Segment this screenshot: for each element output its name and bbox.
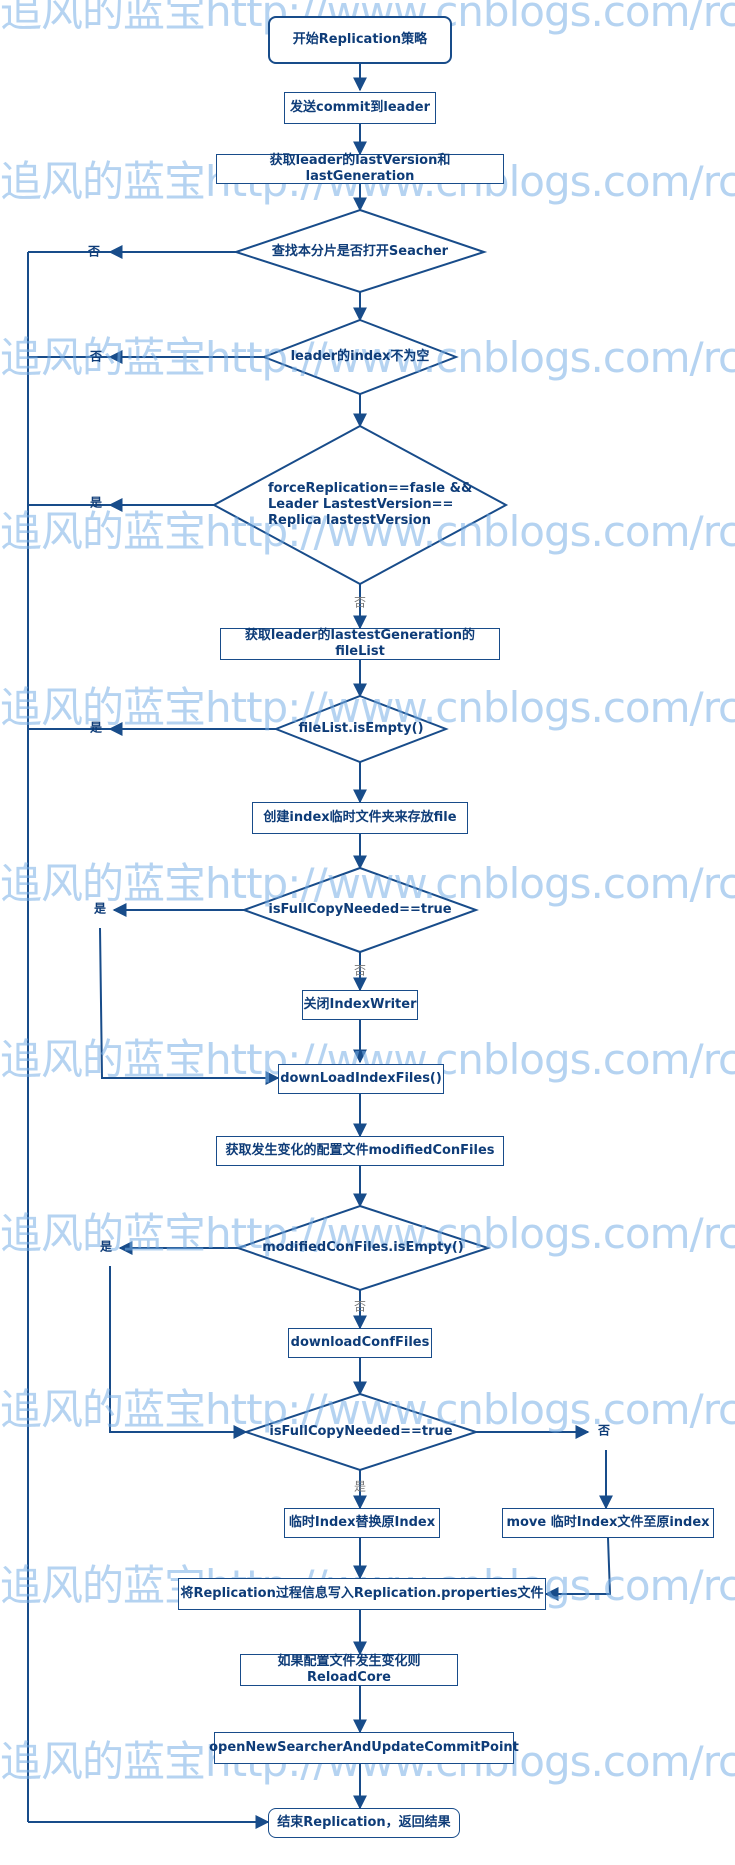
edge-label-yes: 是	[93, 901, 107, 916]
node-move-index: move 临时Index文件至原index	[502, 1508, 714, 1538]
diamond-check-conf	[234, 1204, 492, 1292]
node-check-fullcopy2: isFullCopyNeeded==true	[269, 1423, 453, 1439]
edge-label-no: 否	[353, 595, 367, 610]
node-write-props: 将Replication过程信息写入Replication.properties…	[178, 1578, 546, 1610]
node-start: 开始Replication策略	[268, 16, 452, 64]
diamond-check-filelist	[273, 694, 449, 764]
node-download-index: downLoadIndexFiles()	[278, 1064, 444, 1094]
edge-move-writeprops	[544, 1537, 612, 1601]
node-reload-core: 如果配置文件发生变化则ReloadCore	[240, 1654, 458, 1686]
edge-label-no: 否	[597, 1423, 611, 1438]
node-check-fullcopy1: isFullCopyNeeded==true	[268, 901, 452, 917]
edge-label-yes: 是	[353, 1479, 367, 1494]
node-close-writer: 关闭IndexWriter	[302, 990, 418, 1020]
node-check-filelist: fileList.isEmpty()	[298, 720, 424, 736]
edge-fullcopy1-yes-bypass	[99, 927, 280, 1085]
diamond-check-index	[261, 318, 459, 396]
node-check-force: forceReplication==fasle && Leader Lastes…	[268, 480, 473, 529]
edge-label-no: 否	[353, 963, 367, 978]
edge-label-yes: 是	[89, 720, 103, 735]
diamond-check-force	[211, 424, 509, 586]
edge-label-no: 否	[89, 349, 103, 364]
node-download-conf: downloadConfFiles	[288, 1328, 432, 1358]
edge-label-yes: 是	[99, 1239, 113, 1254]
diamond-check-searcher	[232, 208, 488, 294]
node-create-tmp: 创建index临时文件夹来存放file	[252, 802, 468, 834]
node-open-searcher: openNewSearcherAndUpdateCommitPoint	[209, 1732, 519, 1764]
node-get-version: 获取leader的lastVersion和lastGeneration	[216, 153, 504, 184]
diamond-check-fullcopy1	[241, 866, 479, 954]
node-send-commit: 发送commit到leader	[284, 92, 436, 124]
node-end: 结束Replication，返回结果	[268, 1808, 460, 1838]
node-get-filelist: 获取leader的lastestGeneration的fileList	[220, 628, 500, 660]
node-check-index: leader的index不为空	[290, 348, 430, 364]
node-check-conf: modifiedConFiles.isEmpty()	[262, 1239, 464, 1255]
edge-label-yes: 是	[89, 495, 103, 510]
node-replace-index: 临时Index替换原Index	[284, 1508, 440, 1538]
diamond-check-fullcopy2	[242, 1392, 480, 1472]
node-get-conf: 获取发生变化的配置文件modifiedConFiles	[216, 1136, 504, 1166]
node-check-searcher: 查找本分片是否打开Seacher	[271, 243, 449, 259]
edge-checkconf-yes-bypass	[109, 1266, 248, 1439]
edge-label-no: 否	[353, 1299, 367, 1314]
edge-label-no: 否	[87, 244, 101, 259]
